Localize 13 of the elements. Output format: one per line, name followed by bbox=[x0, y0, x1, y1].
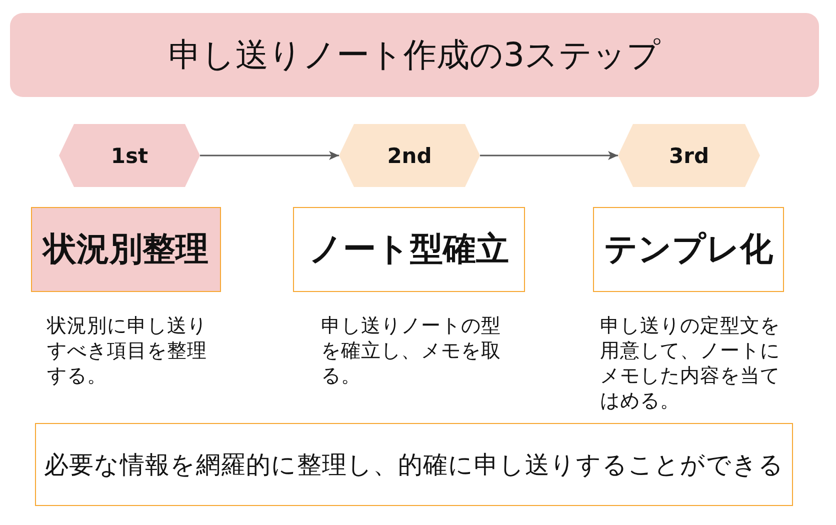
step-box: 状況別整理 bbox=[31, 207, 221, 292]
step-box: ノート型確立 bbox=[293, 207, 525, 292]
arrow bbox=[480, 151, 618, 160]
step-box: テンプレ化 bbox=[593, 207, 784, 292]
arrow bbox=[200, 151, 339, 160]
step-hexagon: 2nd bbox=[339, 124, 480, 187]
step-description: 状況別に申し送りすべき項目を整理する。 bbox=[47, 313, 208, 388]
step-hexagon: 1st bbox=[59, 124, 200, 187]
title-banner: 申し送りノート作成の3ステップ bbox=[10, 13, 819, 97]
step-hexagon: 3rd bbox=[618, 124, 760, 187]
step-description: 申し送りノートの型を確立し、メモを取る。 bbox=[321, 313, 502, 388]
step-description: 申し送りの定型文を用意して、ノートにメモした内容を当てはめる。 bbox=[600, 313, 781, 413]
result-box: 必要な情報を網羅的に整理し、的確に申し送りすることができる bbox=[35, 423, 793, 506]
